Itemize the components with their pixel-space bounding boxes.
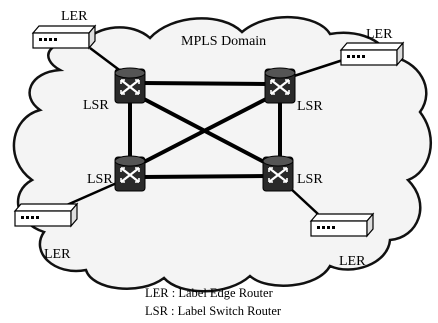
lsr-label: LSR	[83, 98, 109, 113]
legend-lsr-definition: LSR : Label Switch Router	[145, 304, 282, 318]
ler-top-left: LER	[32, 9, 96, 49]
lsr-label: LSR	[297, 172, 323, 187]
label-switch-router-icon	[113, 66, 147, 105]
link-ler-br-lsr-br	[289, 187, 319, 215]
lsr-top-left: LSR	[83, 66, 147, 113]
legend: LER : Label Edge Router LSR : Label Swit…	[145, 286, 282, 318]
ler-label: LER	[339, 254, 366, 269]
ler-top-right: LER	[340, 27, 404, 66]
lsr-top-right: LSR	[263, 66, 323, 114]
label-edge-router-icon	[310, 213, 374, 237]
ler-bottom-left: LER	[14, 203, 78, 262]
lsr-bottom-left: LSR	[87, 154, 147, 193]
link-lsr-bl-lsr-br	[141, 174, 267, 179]
label-switch-router-icon	[261, 154, 295, 193]
lsr-label: LSR	[297, 99, 323, 114]
link-lsr-tr-lsr-bl	[141, 96, 269, 165]
label-edge-router-icon	[14, 203, 78, 227]
label-switch-router-icon	[263, 66, 297, 105]
link-ler-tr-lsr-tr	[293, 58, 344, 78]
label-edge-router-icon	[32, 25, 96, 49]
mpls-domain-label: MPLS Domain	[181, 34, 266, 49]
ler-label: LER	[44, 247, 71, 262]
label-edge-router-icon	[340, 42, 404, 66]
label-switch-router-icon	[113, 154, 147, 193]
lsr-label: LSR	[87, 172, 113, 187]
legend-ler-definition: LER : Label Edge Router	[145, 286, 274, 300]
link-ler-tl-lsr-tl	[89, 47, 123, 73]
links	[59, 47, 344, 215]
ler-label: LER	[61, 9, 88, 24]
ler-bottom-right: LER	[310, 213, 374, 269]
ler-label: LER	[366, 27, 393, 42]
link-lsr-tl-lsr-tr	[141, 81, 269, 86]
lsr-bottom-right: LSR	[261, 154, 323, 193]
